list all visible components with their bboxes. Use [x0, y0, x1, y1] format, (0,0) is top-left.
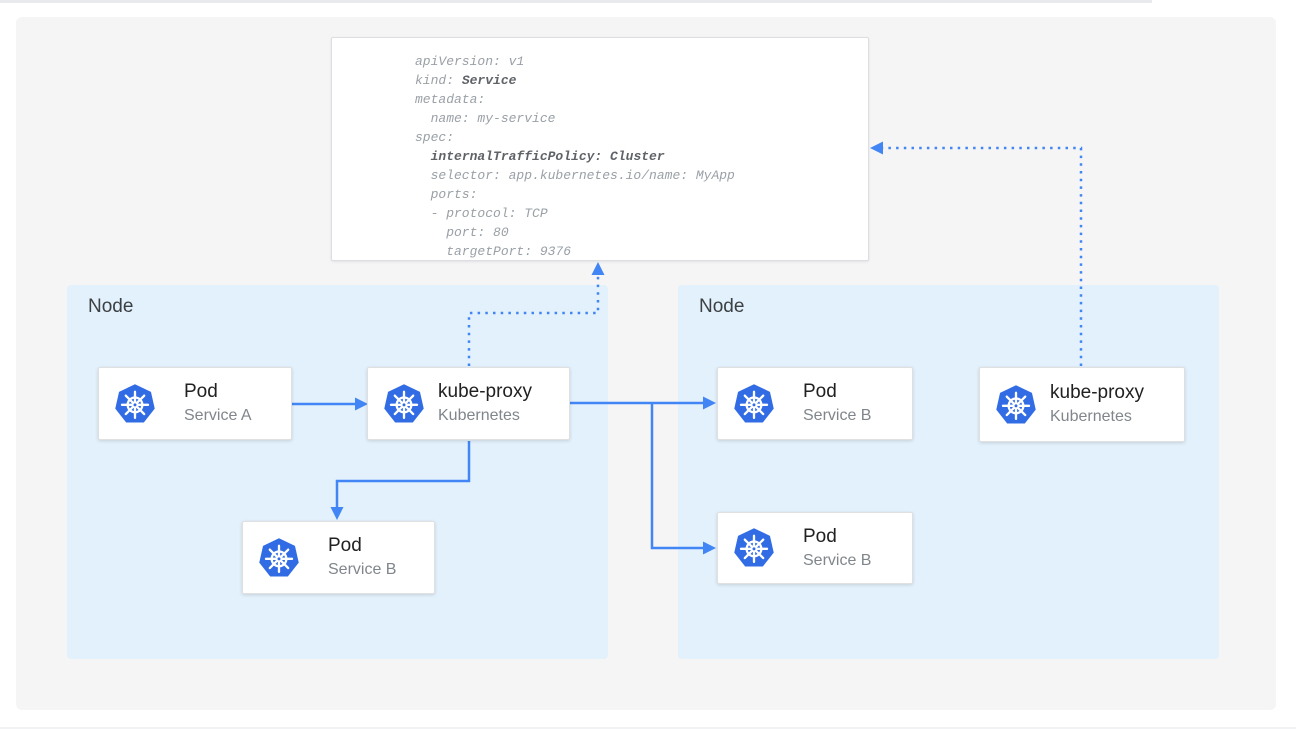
kubernetes-logo-icon	[733, 527, 775, 568]
card-kube-proxy-left: kube-proxy Kubernetes	[367, 367, 570, 440]
card-subtitle: Service B	[328, 561, 397, 578]
node-box-left: Node	[67, 285, 608, 659]
card-subtitle: Kubernetes	[438, 407, 520, 424]
kubernetes-logo-icon	[114, 382, 156, 424]
card-title: Pod	[803, 525, 837, 547]
yaml-line: kind: Service	[415, 73, 517, 88]
node-box-right: Node	[678, 285, 1219, 659]
card-pod-service-a: Pod Service A	[98, 367, 292, 440]
yaml-line: apiVersion: v1	[415, 54, 525, 69]
card-subtitle: Service B	[803, 407, 872, 424]
yaml-line: metadata:	[415, 92, 486, 107]
card-title: kube-proxy	[1050, 382, 1144, 403]
kubernetes-logo-icon	[733, 382, 775, 424]
card-title: Pod	[803, 381, 837, 402]
card-subtitle: Service A	[184, 407, 252, 424]
kubernetes-logo-icon	[383, 382, 425, 424]
yaml-line: - protocol: TCP	[415, 206, 548, 221]
kubernetes-logo-icon	[258, 536, 300, 578]
kubernetes-logo-icon	[995, 383, 1037, 425]
card-subtitle: Kubernetes	[1050, 408, 1132, 425]
card-title: kube-proxy	[438, 381, 532, 402]
card-subtitle: Service B	[803, 551, 872, 569]
yaml-line: port: 80	[415, 225, 509, 240]
yaml-line: targetPort: 9376	[415, 244, 572, 259]
yaml-line: selector: app.kubernetes.io/name: MyApp	[415, 168, 735, 183]
node-label: Node	[88, 296, 134, 317]
yaml-line: ports:	[415, 187, 478, 202]
card-pod-service-b-right-bottom: Pod Service B	[717, 512, 913, 584]
service-yaml-code: apiVersion: v1 kind: Service metadata: n…	[332, 38, 868, 261]
bottom-divider	[0, 727, 1296, 729]
card-kube-proxy-right: kube-proxy Kubernetes	[979, 367, 1185, 442]
card-title: Pod	[328, 535, 362, 556]
card-pod-service-b-right-top: Pod Service B	[717, 367, 913, 440]
top-divider	[0, 0, 1152, 3]
yaml-line: internalTrafficPolicy: Cluster	[430, 149, 665, 164]
yaml-line: spec:	[415, 130, 455, 145]
node-label: Node	[699, 296, 745, 317]
service-yaml-panel: apiVersion: v1 kind: Service metadata: n…	[331, 37, 869, 261]
card-pod-service-b-left: Pod Service B	[242, 521, 435, 594]
card-title: Pod	[184, 381, 218, 402]
yaml-line: name: my-service	[415, 111, 556, 126]
